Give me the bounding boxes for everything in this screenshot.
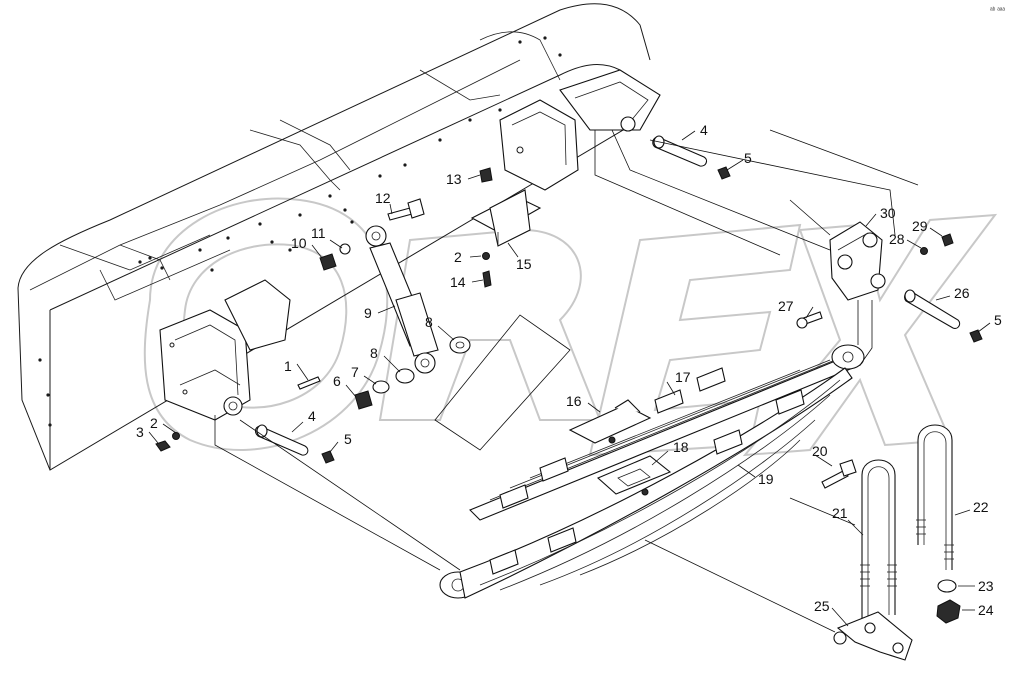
bump-stop-bracket [470,189,542,247]
small-fasteners [155,167,954,452]
callout-18: 18 [673,439,689,455]
leaf-spring-lower [439,344,865,599]
callout-8: 8 [370,345,378,361]
callout-24: 24 [978,602,994,618]
callout-19: 19 [758,471,774,487]
callout-2: 2 [150,415,158,431]
shock-washers [354,336,471,410]
callout-16: 16 [566,393,582,409]
callout-5: 5 [344,431,352,447]
shock-absorber [365,225,439,374]
callout-23: 23 [978,578,994,594]
callout-22: 22 [973,499,989,515]
callout-17: 17 [675,369,691,385]
callout-4: 4 [700,122,708,138]
callout-8: 8 [425,314,433,330]
callout-5: 5 [744,150,752,166]
frame-rail [17,3,651,471]
callout-26: 26 [954,285,970,301]
u-bolt-nuts [936,579,961,624]
u-bolt-plate [833,611,913,661]
spring-pad-16 [568,399,652,444]
shackle-pin-front [254,424,309,456]
callout-21: 21 [832,505,848,521]
callout-10: 10 [291,235,307,251]
callout-15: 15 [516,256,532,272]
callout-30: 30 [880,205,896,221]
callout-29: 29 [912,218,928,234]
callout-labels: 1 2 2 3 4 4 5 5 5 6 7 8 8 9 10 11 12 13 … [136,122,1002,618]
callout-13: 13 [446,171,462,187]
callout-28: 28 [889,231,905,247]
assembly-lines [214,129,919,633]
callout-7: 7 [351,364,359,380]
callout-25: 25 [814,598,830,614]
leaf-spring-upper [469,354,861,521]
spring-shackle [829,221,886,301]
shackle-pin-rear [652,135,708,167]
callout-9: 9 [364,305,372,321]
pin [297,376,321,390]
callout-6: 6 [333,373,341,389]
callout-1: 1 [284,358,292,374]
corner-mark: ᵃᵇ ᵃᵃᵃ [990,7,1005,14]
bolt-27 [796,311,823,329]
u-bolt-21 [860,459,897,620]
u-bolt-22 [916,424,954,570]
callout-12: 12 [375,190,391,206]
callout-14: 14 [450,274,466,290]
callout-3: 3 [136,424,144,440]
callout-4: 4 [308,408,316,424]
callout-5: 5 [994,312,1002,328]
callout-2: 2 [454,249,462,265]
callout-27: 27 [778,298,794,314]
spring-pad-18 [596,455,672,496]
shackle-pin-right [904,289,961,329]
bolt-12 [387,198,425,221]
callout-20: 20 [812,443,828,459]
callout-leaders [148,130,991,627]
rear-hanger-bracket [499,69,661,191]
front-hanger-bracket [159,279,291,421]
callout-11: 11 [311,225,326,241]
bolt-20 [821,459,857,489]
